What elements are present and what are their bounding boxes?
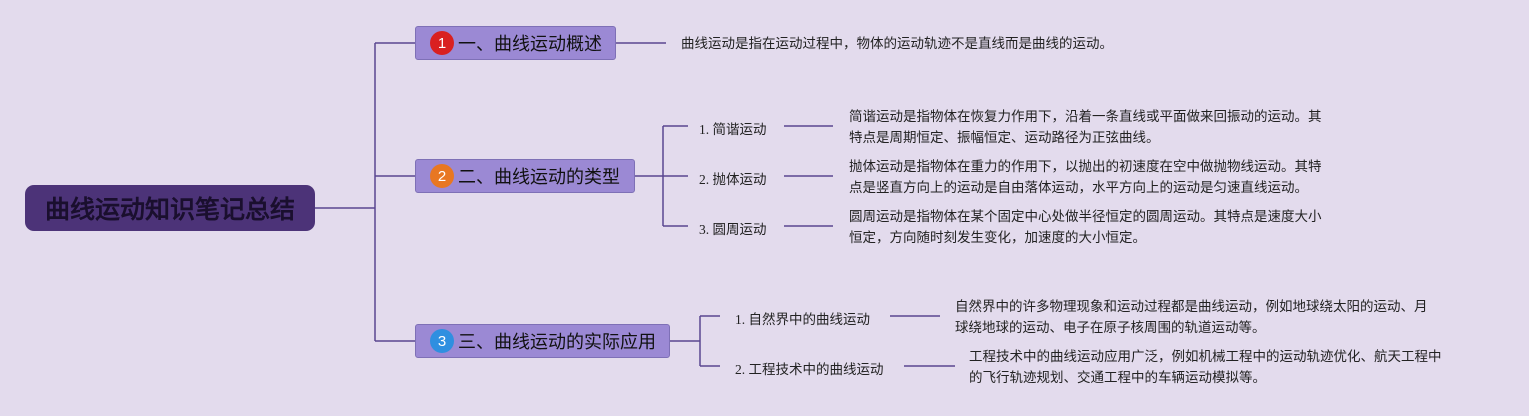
- subtopic-simple-harmonic[interactable]: 1. 简谐运动: [699, 122, 767, 137]
- branch-applications[interactable]: 3 三、曲线运动的实际应用: [415, 324, 670, 358]
- subtopic-description: 抛体运动是指物体在重力的作用下，以抛出的初速度在空中做抛物线运动。其特点是竖直方…: [849, 159, 1322, 196]
- subtopic-description: 工程技术中的曲线运动应用广泛，例如机械工程中的运动轨迹优化、航天工程中的飞行轨迹…: [969, 349, 1442, 386]
- number-badge-1: 1: [430, 31, 454, 55]
- subtopic-description: 圆周运动是指物体在某个固定中心处做半径恒定的圆周运动。其特点是速度大小恒定，方向…: [849, 209, 1322, 246]
- root-topic[interactable]: 曲线运动知识笔记总结: [25, 185, 315, 231]
- subtopic-circular[interactable]: 3. 圆周运动: [699, 222, 767, 237]
- number-badge-2: 2: [430, 164, 454, 188]
- branch-label: 三、曲线运动的实际应用: [458, 332, 656, 353]
- subtopic-description: 自然界中的许多物理现象和运动过程都是曲线运动，例如地球绕太阳的运动、月球绕地球的…: [955, 299, 1428, 336]
- subtopic-description: 简谐运动是指物体在恢复力作用下，沿着一条直线或平面做来回振动的运动。其特点是周期…: [849, 109, 1322, 146]
- branch-overview[interactable]: 1 一、曲线运动概述: [415, 26, 616, 60]
- overview-description: 曲线运动是指在运动过程中，物体的运动轨迹不是直线而是曲线的运动。: [681, 36, 1113, 52]
- root-title: 曲线运动知识笔记总结: [44, 195, 295, 224]
- branch-label: 二、曲线运动的类型: [458, 167, 620, 188]
- subtopic-nature[interactable]: 1. 自然界中的曲线运动: [735, 312, 870, 327]
- branch-label: 一、曲线运动概述: [458, 34, 602, 55]
- subtopic-projectile[interactable]: 2. 抛体运动: [699, 172, 767, 187]
- number-badge-3: 3: [430, 329, 454, 353]
- subtopic-engineering[interactable]: 2. 工程技术中的曲线运动: [735, 362, 884, 377]
- branch-types[interactable]: 2 二、曲线运动的类型: [415, 159, 635, 193]
